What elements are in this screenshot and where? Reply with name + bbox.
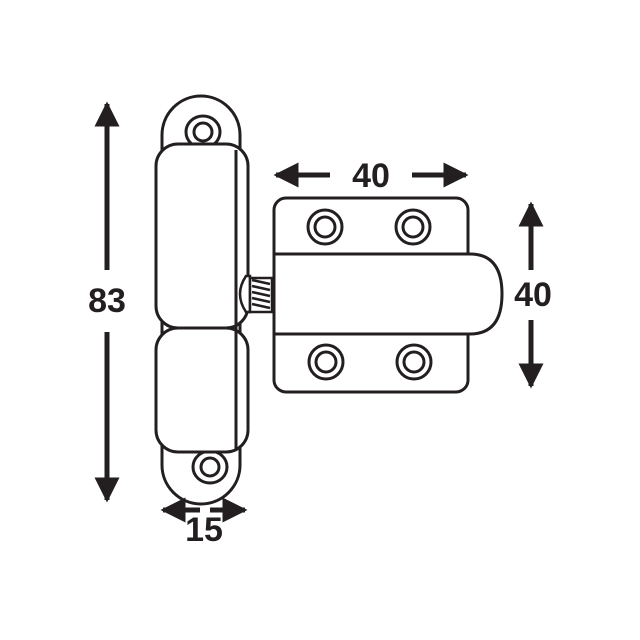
plate-hole-tl-inner bbox=[313, 215, 337, 239]
hinge-barrel bbox=[272, 252, 504, 336]
thread-line bbox=[251, 284, 271, 292]
width-dimension-label: 15 bbox=[185, 511, 223, 549]
hinge-leaf-vertical bbox=[154, 94, 250, 506]
plate-hole-tr-inner bbox=[401, 215, 425, 239]
plate-width-dimension-label: 40 bbox=[352, 157, 390, 195]
thread-line bbox=[251, 278, 271, 286]
lower-knuckle bbox=[154, 326, 250, 454]
dimension-lines bbox=[94, 101, 544, 523]
plate-hole-br-inner bbox=[402, 350, 426, 374]
plate-hole-bl-inner bbox=[314, 350, 338, 374]
bottom-screw-hole-inner bbox=[199, 456, 221, 478]
height-dimension-label: 83 bbox=[88, 282, 126, 320]
upper-knuckle bbox=[154, 142, 250, 330]
thread-line bbox=[251, 290, 271, 298]
hinge-pin-thread bbox=[238, 274, 274, 314]
top-screw-hole-inner bbox=[192, 121, 214, 143]
hinge-leaf-horizontal bbox=[272, 196, 504, 394]
plate-height-dimension-label: 40 bbox=[514, 276, 552, 314]
thread-line bbox=[251, 302, 271, 310]
thread-line bbox=[251, 296, 271, 304]
